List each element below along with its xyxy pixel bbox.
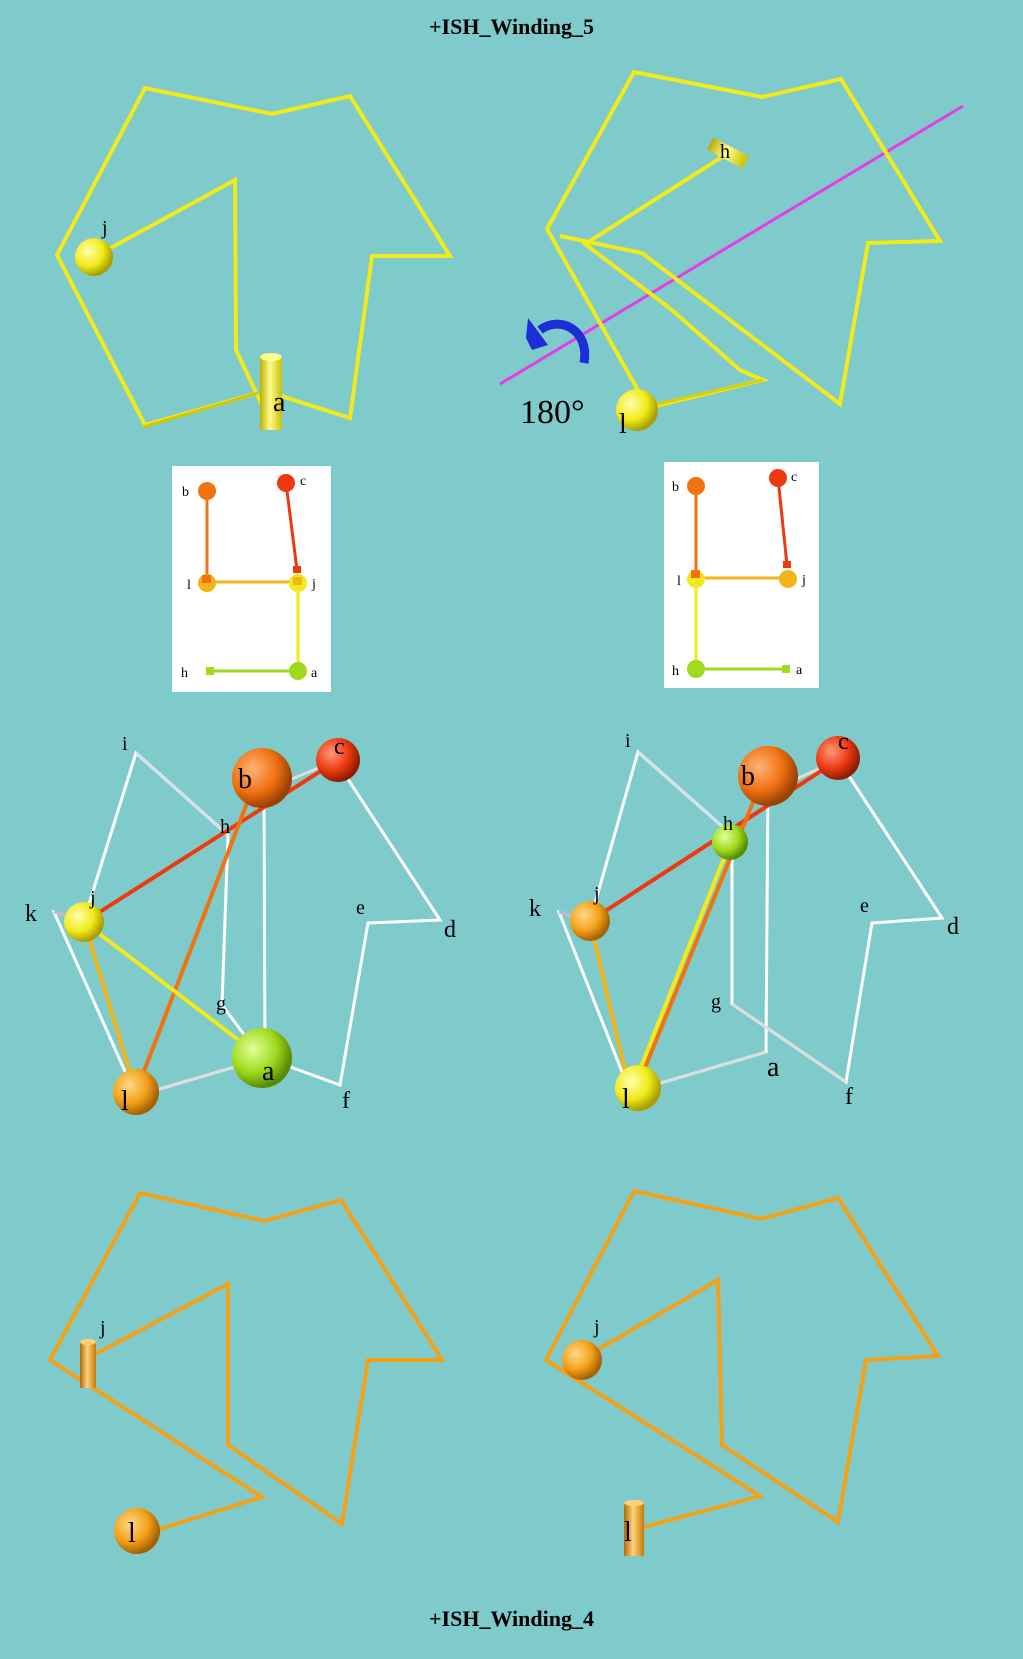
mid-left-label-b: b bbox=[238, 764, 252, 795]
graph-left-node-a bbox=[289, 662, 307, 680]
mid-right-label-g: g bbox=[711, 991, 721, 1013]
top-left-label-j: j bbox=[101, 217, 108, 239]
top-title: +ISH_Winding_5 bbox=[429, 14, 594, 39]
bottom-left-label-j: j bbox=[99, 1317, 106, 1339]
graph-left-label-h: h bbox=[181, 666, 188, 681]
top-right-ball-l bbox=[616, 389, 658, 431]
mid-right-ball-c bbox=[816, 736, 860, 780]
mid-left-label-i: i bbox=[122, 733, 128, 755]
mid-left-label-a: a bbox=[262, 1056, 275, 1087]
graph-left: b c l j h a bbox=[172, 466, 331, 692]
top-right-cylinder-h bbox=[707, 137, 749, 169]
graph-right-node-h bbox=[687, 660, 705, 678]
graph-right-node-b bbox=[687, 477, 705, 495]
mid-left-ball-l bbox=[113, 1069, 159, 1115]
graph-left-label-l: l bbox=[187, 578, 191, 593]
bottom-left-ball-l bbox=[114, 1508, 160, 1554]
graph-right-node-a bbox=[782, 665, 790, 673]
mid-left-structure: i b c h k j e d g a l f bbox=[25, 733, 456, 1117]
graph-right: b c l j h a bbox=[664, 462, 819, 688]
top-left-cylinder-a bbox=[260, 356, 282, 430]
top-right-chain bbox=[544, 69, 944, 411]
graph-right-label-b: b bbox=[672, 480, 679, 495]
mid-right-label-j: j bbox=[593, 883, 600, 905]
mid-right-ball-l bbox=[615, 1065, 661, 1111]
mid-left-label-e: e bbox=[356, 897, 365, 919]
rotation-angle: 180° bbox=[520, 394, 585, 431]
graph-right-label-h: h bbox=[672, 664, 679, 679]
mid-right-label-i: i bbox=[625, 730, 631, 752]
mid-left-ball-a bbox=[232, 1028, 292, 1088]
mid-right-label-f: f bbox=[845, 1084, 853, 1110]
top-right-label-h: h bbox=[720, 141, 730, 163]
top-right-winding: h l 180° bbox=[499, 69, 964, 440]
bottom-right-cylinder-l bbox=[624, 1502, 644, 1556]
graph-right-label-l: l bbox=[677, 574, 681, 589]
mid-left-ball-j bbox=[64, 902, 104, 942]
bottom-right-ball-j bbox=[562, 1340, 602, 1380]
mid-right-label-h: h bbox=[723, 813, 733, 835]
graph-left-label-b: b bbox=[182, 485, 189, 500]
top-right-label-l: l bbox=[619, 409, 627, 440]
bottom-title: +ISH_Winding_4 bbox=[429, 1606, 594, 1631]
graph-left-node-h bbox=[206, 667, 214, 675]
graph-left-panel bbox=[172, 466, 331, 692]
mid-right-label-l: l bbox=[622, 1084, 630, 1115]
graph-right-label-c: c bbox=[791, 470, 797, 485]
bottom-left-label-l: l bbox=[128, 1518, 136, 1549]
mid-left-label-h: h bbox=[220, 816, 230, 838]
mid-left-label-k: k bbox=[25, 901, 37, 927]
mid-left-label-f: f bbox=[342, 1088, 350, 1114]
top-left-chain bbox=[54, 85, 454, 428]
bottom-left-cylinder-j bbox=[80, 1342, 96, 1388]
graph-left-label-j: j bbox=[311, 577, 316, 592]
mid-right-structure: i b c h k j e d g a l f bbox=[529, 729, 959, 1115]
mid-right-ball-h bbox=[712, 824, 748, 860]
top-left-label-a: a bbox=[273, 387, 286, 418]
mid-right-label-e: e bbox=[860, 895, 869, 917]
bottom-right-winding: j l bbox=[543, 1188, 942, 1556]
graph-right-label-a: a bbox=[796, 663, 803, 678]
mid-right-ball-j bbox=[570, 901, 610, 941]
mid-right-label-d: d bbox=[947, 914, 959, 940]
graph-right-label-j: j bbox=[801, 573, 806, 588]
bottom-right-chain bbox=[543, 1188, 942, 1530]
graph-left-node-c bbox=[277, 474, 295, 492]
mid-left-label-g: g bbox=[216, 993, 226, 1015]
bottom-right-label-l: l bbox=[624, 1517, 632, 1548]
mid-right-label-a: a bbox=[767, 1052, 780, 1083]
top-left-winding: j a bbox=[54, 85, 454, 430]
top-left-ball-j bbox=[75, 238, 113, 276]
mid-left-label-c: c bbox=[334, 734, 345, 760]
bottom-left-chain bbox=[47, 1190, 446, 1532]
mid-left-ball-c bbox=[316, 738, 360, 782]
bottom-right-label-j: j bbox=[593, 1316, 600, 1338]
mid-right-ball-b bbox=[738, 746, 798, 806]
rotation-arrow-icon bbox=[537, 319, 590, 364]
mid-left-label-d: d bbox=[444, 917, 456, 943]
mid-left-label-l: l bbox=[121, 1086, 129, 1117]
graph-right-node-j bbox=[779, 570, 797, 588]
graph-left-label-c: c bbox=[300, 474, 306, 489]
mid-right-label-b: b bbox=[741, 761, 755, 792]
bottom-left-winding: j l bbox=[47, 1190, 446, 1554]
graph-right-node-c bbox=[769, 469, 787, 487]
graph-left-node-b bbox=[198, 482, 216, 500]
mid-left-ball-b bbox=[232, 748, 292, 808]
mid-right-label-k: k bbox=[529, 896, 541, 922]
mid-left-label-j: j bbox=[89, 887, 96, 909]
graph-left-label-a: a bbox=[311, 666, 318, 681]
mid-right-label-c: c bbox=[838, 729, 849, 755]
